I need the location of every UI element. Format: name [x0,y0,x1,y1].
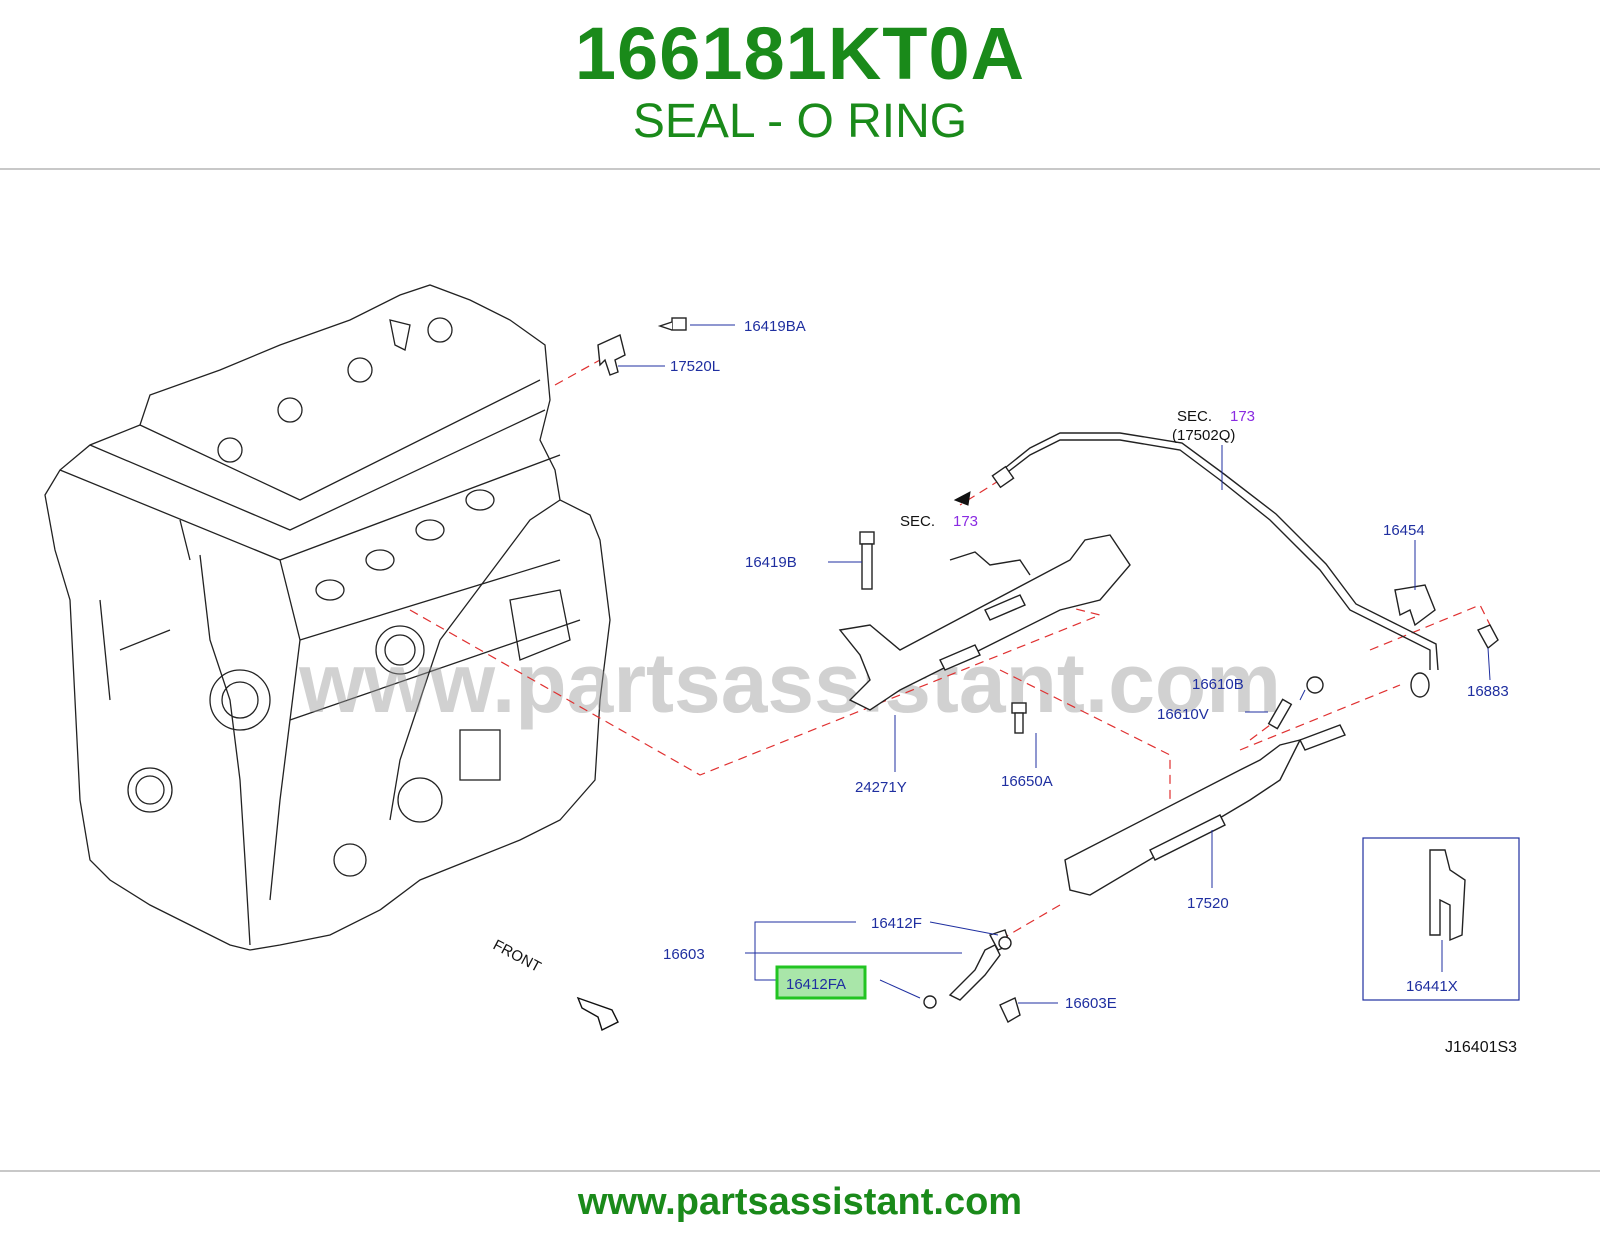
label-16603[interactable]: 16603 [663,946,705,963]
label-17502q: (17502Q) [1172,427,1235,444]
label-16610v[interactable]: 16610V [1157,706,1209,723]
label-16441x[interactable]: 16441X [1406,978,1458,995]
label-16610b[interactable]: 16610B [1192,676,1244,693]
fuel-rail-17520 [1064,738,1302,896]
bolt-16650a [1011,702,1027,714]
part-number: 166181KT0A [574,12,1026,95]
o-ring-16412f [998,936,1012,950]
label-16419ba[interactable]: 16419BA [744,318,806,335]
front-arrow-icon [576,996,619,1031]
part-16610v [1267,698,1293,730]
bracket-17520l [597,334,626,376]
sec-arrow-icon [953,491,971,506]
label-17520[interactable]: 17520 [1187,895,1229,912]
o-ring-16412fa [923,995,937,1009]
bottom-divider [0,1170,1600,1172]
label-16412fa[interactable]: 16412FA [786,976,846,993]
diagram-code: J16401S3 [1445,1039,1517,1056]
bolt-16419ba [671,317,687,331]
label-16412f[interactable]: 16412F [871,915,922,932]
label-16454[interactable]: 16454 [1383,522,1425,539]
selected-part-highlight [775,965,867,1000]
label-sec-2-number[interactable]: 173 [953,513,978,530]
clamp-16454 [1394,584,1436,627]
label-24271y[interactable]: 24271Y [855,779,907,796]
leader-lines [618,324,1491,1004]
label-16650a[interactable]: 16650A [1001,773,1053,790]
label-17520l[interactable]: 17520L [670,358,720,375]
parts-drawings [576,317,1520,1031]
clip-16883 [1477,624,1499,650]
label-sec-1-number[interactable]: 173 [1230,408,1255,425]
part-16610b [1306,676,1324,694]
heat-shield-24271y [838,534,1131,711]
part-name: SEAL - O RING [632,95,968,148]
bolt-16419b [859,531,875,545]
engine-block-drawing [44,284,611,951]
header: 166181KT0A SEAL - O RING [0,0,1600,170]
clip-16603e [999,997,1021,1023]
top-divider [0,168,1600,170]
fuel-hose-17502q [999,439,1431,670]
label-16883[interactable]: 16883 [1467,683,1509,700]
watermark: www.partsassistant.com [298,636,1281,730]
label-sec-2: SEC. [900,513,935,530]
footer-url[interactable]: www.partsassistant.com [577,1181,1023,1223]
label-16603e[interactable]: 16603E [1065,995,1117,1012]
label-front: FRONT [490,937,544,976]
label-16419b[interactable]: 16419B [745,554,797,571]
label-sec-1: SEC. [1177,408,1212,425]
